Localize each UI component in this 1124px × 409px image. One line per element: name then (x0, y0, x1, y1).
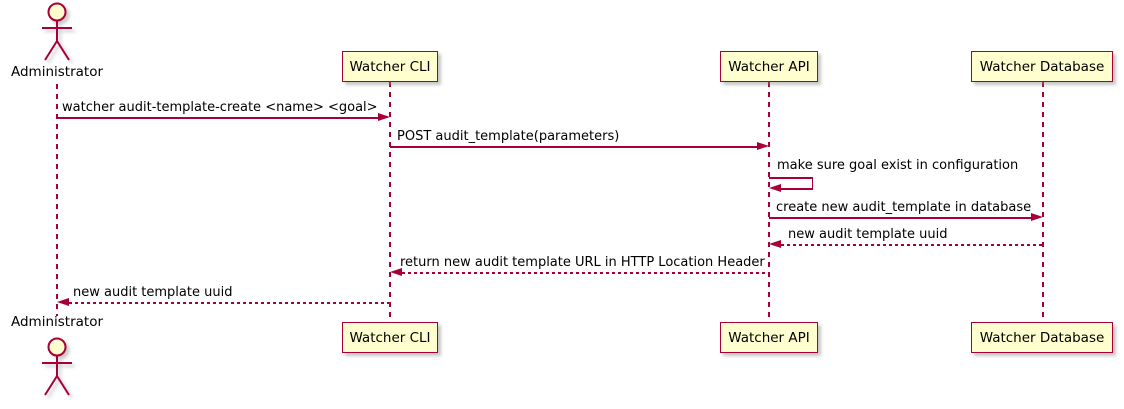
message-3-loop-top (769, 177, 813, 179)
lifeline-watcher-database (1042, 82, 1044, 322)
message-3-loop-bottom (780, 188, 813, 190)
message-4-label: create new audit_template in database (776, 200, 1032, 215)
participant-watcher-database-top: Watcher Database (971, 51, 1113, 82)
actor-label-top: Administrator (10, 64, 104, 80)
arrowhead-right-icon (378, 113, 390, 121)
lifeline-watcher-cli (389, 82, 391, 322)
lifeline-watcher-api (768, 82, 770, 322)
message-7-label: new audit template uuid (73, 285, 233, 300)
arrowhead-right-icon (1031, 213, 1043, 221)
message-7-line (69, 302, 390, 304)
message-3-loop-side (811, 177, 813, 189)
participant-watcher-api-top: Watcher API (720, 51, 818, 82)
arrowhead-left-icon (57, 298, 69, 306)
message-2-label: POST audit_template(parameters) (397, 129, 620, 144)
actor-label-bottom: Administrator (10, 314, 104, 330)
message-4-line (769, 217, 1032, 219)
message-2-line (390, 146, 758, 148)
arrowhead-right-icon (757, 142, 769, 150)
arrowhead-left-icon (769, 240, 781, 248)
message-1-label: watcher audit-template-create <name> <go… (62, 100, 378, 115)
message-6-label: return new audit template URL in HTTP Lo… (400, 255, 765, 270)
message-1-line (57, 117, 379, 119)
message-6-line (402, 272, 769, 274)
participant-watcher-cli-bottom: Watcher CLI (342, 322, 438, 353)
participant-watcher-database-bottom: Watcher Database (971, 322, 1113, 353)
actor-icon (42, 337, 72, 396)
actor-icon (42, 2, 72, 61)
message-5-label: new audit template uuid (788, 227, 948, 242)
participant-watcher-api-bottom: Watcher API (720, 322, 818, 353)
participant-watcher-cli-top: Watcher CLI (342, 51, 438, 82)
message-3-label: make sure goal exist in configuration (777, 158, 1019, 173)
lifeline-administrator (56, 84, 58, 316)
message-5-line (781, 244, 1043, 246)
arrowhead-left-icon (769, 184, 781, 192)
arrowhead-left-icon (390, 268, 402, 276)
